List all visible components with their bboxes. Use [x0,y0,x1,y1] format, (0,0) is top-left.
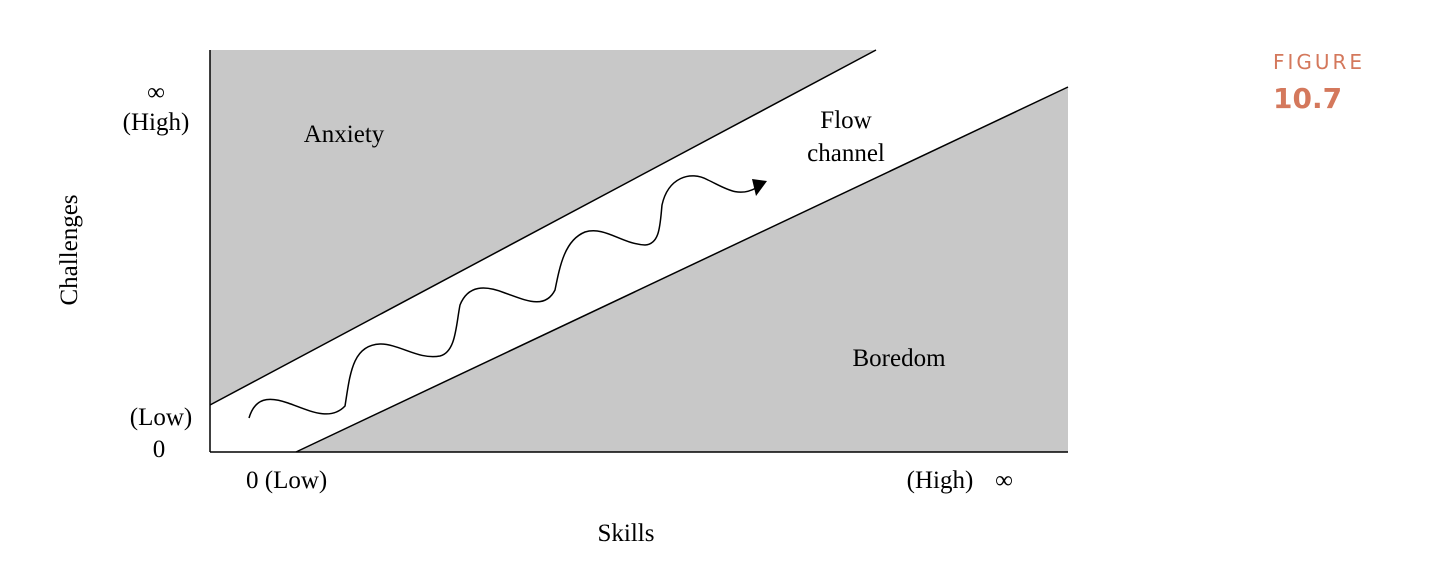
flow-channel-upper-boundary [209,49,877,406]
y-high-label: (High) [123,109,190,136]
y-zero-label: 0 [153,436,166,463]
flow-label-line2: channel [807,140,885,167]
flow-path-wave [248,175,757,419]
flow-channel-lower-boundary [295,86,1069,453]
flow-arrowhead [752,179,767,196]
boredom-label: Boredom [852,345,946,372]
flow-label-line1: Flow [820,107,871,134]
figure-caption-label: FIGURE [1273,50,1365,74]
x-axis-title: Skills [598,520,655,547]
y-axis-title: Challenges [56,194,83,305]
y-high-infinity: ∞ [147,79,165,106]
x-high-infinity: ∞ [995,467,1013,494]
x-low-label: 0 (Low) [246,467,327,494]
anxiety-label: Anxiety [304,121,385,148]
y-low-label: (Low) [130,404,192,431]
figure-number: 10.7 [1273,82,1342,115]
x-high-label: (High) [907,467,974,494]
